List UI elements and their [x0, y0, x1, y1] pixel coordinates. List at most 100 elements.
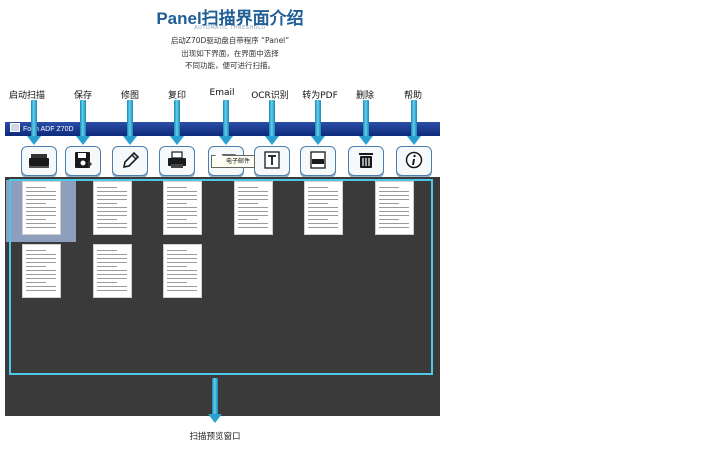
- pdf-icon: [310, 151, 326, 169]
- text-line: [308, 203, 328, 204]
- text-line: [26, 286, 56, 287]
- page-title: Panel扫描界面介绍: [156, 9, 304, 28]
- preview-frame: [9, 179, 433, 375]
- pencil-icon: [122, 151, 140, 169]
- text-line: [238, 199, 268, 200]
- arrow-head: [219, 136, 233, 145]
- copy-button[interactable]: [159, 146, 195, 176]
- arrow-shaft: [223, 100, 229, 138]
- intro-line: 出现如下界面，在界面中选择: [181, 48, 279, 58]
- scanned-page-thumbnail[interactable]: [94, 245, 131, 297]
- arrow-shaft: [31, 100, 37, 138]
- ocr-button[interactable]: [254, 146, 290, 176]
- text-line: [26, 191, 56, 192]
- scanned-page-thumbnail[interactable]: [164, 245, 201, 297]
- text-line: [379, 203, 399, 204]
- text-line: [167, 215, 197, 216]
- text-line: [379, 207, 409, 208]
- text-line: [167, 227, 197, 228]
- text-line: [379, 215, 409, 216]
- edit-button[interactable]: [112, 146, 148, 176]
- text-line: [167, 250, 187, 251]
- text-line: [167, 203, 187, 204]
- text-line: [97, 219, 117, 220]
- text-line: [97, 282, 117, 283]
- text-line: [379, 219, 399, 220]
- text-line: [26, 187, 46, 188]
- text-line: [97, 223, 127, 224]
- scanned-page-thumbnail[interactable]: [23, 245, 60, 297]
- text-line: [167, 262, 197, 263]
- text-line: [97, 258, 127, 259]
- text-line: [26, 278, 56, 279]
- text-line: [26, 223, 56, 224]
- arrow-head: [208, 414, 222, 423]
- text-line: [238, 215, 268, 216]
- text-line: [167, 191, 197, 192]
- scanned-page-thumbnail[interactable]: [305, 182, 342, 234]
- ocr-icon: [264, 151, 280, 169]
- arrow-head: [407, 136, 421, 145]
- tooltip-text: 电子邮件: [226, 158, 251, 165]
- text-line: [238, 219, 258, 220]
- text-line: [379, 191, 409, 192]
- label-delete: 删除: [355, 91, 375, 101]
- text-line: [379, 223, 409, 224]
- text-line: [379, 199, 409, 200]
- start-scan-button[interactable]: [21, 146, 57, 176]
- text-line: [238, 211, 268, 212]
- scanner-icon: [29, 154, 49, 168]
- scanned-page-thumbnail[interactable]: [164, 182, 201, 234]
- text-line: [167, 290, 197, 291]
- save-button[interactable]: [65, 146, 101, 176]
- text-line: [308, 219, 328, 220]
- text-line: [26, 254, 56, 255]
- text-line: [26, 266, 46, 267]
- text-line: [26, 270, 56, 271]
- label-help: 帮助: [403, 91, 423, 101]
- delete-button[interactable]: [348, 146, 384, 176]
- text-line: [26, 274, 56, 275]
- text-line: [238, 227, 268, 228]
- text-line: [167, 254, 197, 255]
- arrow-shaft: [269, 100, 275, 138]
- scan-preview-window[interactable]: [5, 177, 440, 416]
- scanned-page-thumbnail[interactable]: [94, 182, 131, 234]
- trash-icon: [359, 153, 373, 168]
- scanned-page-thumbnail[interactable]: [235, 182, 272, 234]
- intro-line: 启动Z70D驱动盘自带程序 “Panel”: [170, 36, 290, 45]
- label-start-scan: 启动扫描: [8, 91, 46, 101]
- text-line: [26, 211, 56, 212]
- text-line: [97, 199, 127, 200]
- text-line: [308, 199, 338, 200]
- pdf-button[interactable]: [300, 146, 336, 176]
- text-line: [97, 254, 127, 255]
- text-line: [379, 187, 399, 188]
- text-line: [238, 191, 268, 192]
- arrow-shaft: [212, 378, 218, 416]
- text-line: [97, 211, 127, 212]
- scanned-page-thumbnail[interactable]: [376, 182, 413, 234]
- text-line: [97, 262, 127, 263]
- arrow-shaft: [315, 100, 321, 138]
- text-line: [308, 223, 338, 224]
- info-icon: [405, 151, 423, 169]
- text-line: [26, 262, 56, 263]
- arrow-head: [265, 136, 279, 145]
- text-line: [97, 274, 127, 275]
- app-title: Foun ADF Z70D: [10, 123, 74, 133]
- text-line: [97, 278, 127, 279]
- scanned-page-thumbnail[interactable]: [23, 182, 60, 234]
- text-line: [308, 211, 338, 212]
- help-button[interactable]: [396, 146, 432, 176]
- text-line: [167, 219, 187, 220]
- text-line: [167, 274, 197, 275]
- text-line: [97, 250, 117, 251]
- label-email: Email: [209, 88, 235, 98]
- text-line: [167, 266, 187, 267]
- text-line: [26, 203, 46, 204]
- text-line: [26, 290, 56, 291]
- text-line: [238, 203, 258, 204]
- text-line: [167, 223, 197, 224]
- text-line: [26, 199, 56, 200]
